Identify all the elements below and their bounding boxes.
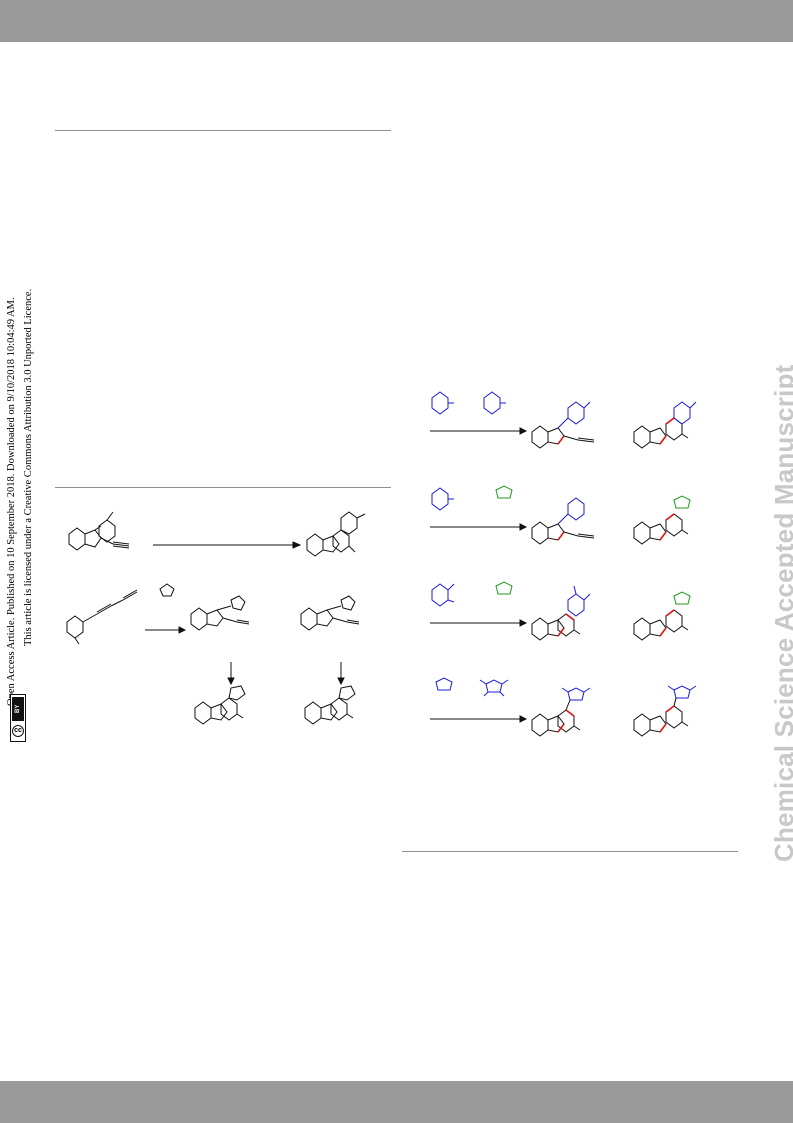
accepted-manuscript-watermark: Chemical Science Accepted Manuscript [769,364,793,862]
left-column-top-rule [55,130,391,131]
intermediate-a [190,595,250,631]
licence-line-cc[interactable]: This article is licensed under a Creativ… [23,288,34,646]
right-column-bottom-rule [402,851,738,852]
by-label: BY [12,697,24,721]
reactant-aryl-benzofuran [68,511,130,551]
product-fused-aromatic-1 [306,511,366,557]
cc-icon: cc [12,725,24,737]
row-3-toluene-furan [430,581,691,641]
furan-reagent [159,583,175,597]
header-bar [0,0,793,42]
row-2-benzene-furan [430,485,691,545]
left-reaction-scheme [66,511,366,725]
right-reaction-scheme [430,391,697,737]
intermediate-b [300,595,360,631]
row-1-benzene-benzene [430,391,697,449]
licence-line-published: Open Access Article. Published on 10 Sep… [6,297,17,706]
reactant-diyne [66,589,138,645]
row-4-furan-pyrrole [430,677,697,737]
footer-bar [0,1081,793,1123]
licence-stamp: Open Access Article. Published on 10 Sep… [0,0,42,760]
product-fused-furan-a [194,685,246,725]
product-fused-furan-b [304,685,356,725]
cc-by-badge[interactable]: BY cc [10,694,26,742]
left-scheme-top-rule [55,487,391,488]
